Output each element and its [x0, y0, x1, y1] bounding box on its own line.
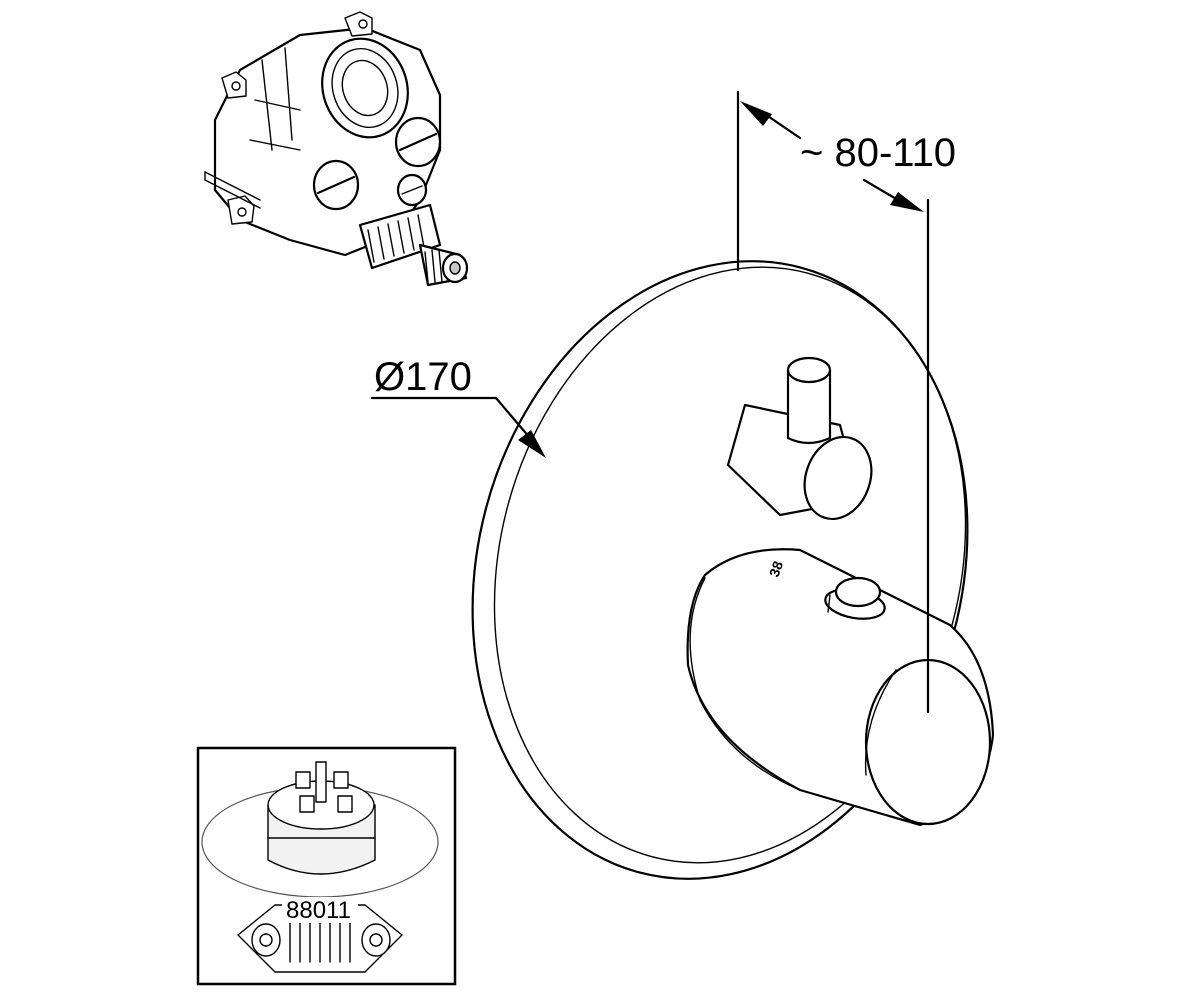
- temperature-scale-marking: 38: [766, 559, 786, 579]
- diameter-dimension: Ø170: [370, 355, 546, 458]
- depth-dimension-label: ~ 80-110: [800, 131, 956, 175]
- diameter-dimension-label: Ø170: [374, 355, 472, 399]
- inset-box: 88011: [196, 746, 457, 986]
- diverter-handle: [726, 356, 873, 521]
- thermostat-knob: 38: [686, 548, 995, 827]
- depth-dimension: ~ 80-110: [736, 90, 956, 714]
- part-number-label: 88011: [286, 897, 351, 924]
- rough-in-valve-body: [204, 11, 469, 287]
